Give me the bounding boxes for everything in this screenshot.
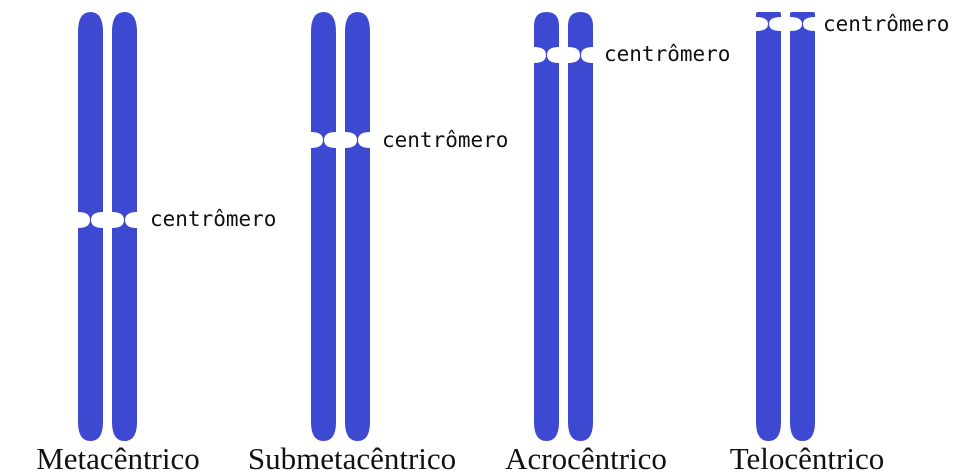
chromatid-right — [112, 12, 137, 441]
chromatid-left — [756, 12, 781, 441]
chromosome-acrocentric: centrômero Acrocêntrico — [505, 12, 730, 476]
chromosome-type-label: Metacêntrico — [36, 441, 200, 476]
centromere-label: centrômero — [604, 42, 730, 66]
chromosome-submetacentric: centrômero Submetacêntrico — [248, 12, 509, 476]
chromosome-type-label: Submetacêntrico — [248, 441, 456, 476]
chromosome-telocentric: centrômero Telocêntrico — [730, 12, 950, 476]
chromatid-right — [345, 12, 370, 441]
centromere-label: centrômero — [382, 128, 508, 152]
chromosome-type-label: Telocêntrico — [730, 441, 884, 476]
centromere-label: centrômero — [823, 12, 949, 36]
centromere-label: centrômero — [150, 207, 276, 231]
chromatid-left — [534, 12, 559, 441]
chromatid-right — [790, 12, 815, 441]
chromosome-type-label: Acrocêntrico — [505, 441, 667, 476]
chromatid-right — [568, 12, 593, 441]
chromatid-left — [78, 12, 103, 441]
chromosome-metacentric: centrômero Metacêntrico — [36, 12, 276, 476]
chromatid-left — [311, 12, 336, 441]
